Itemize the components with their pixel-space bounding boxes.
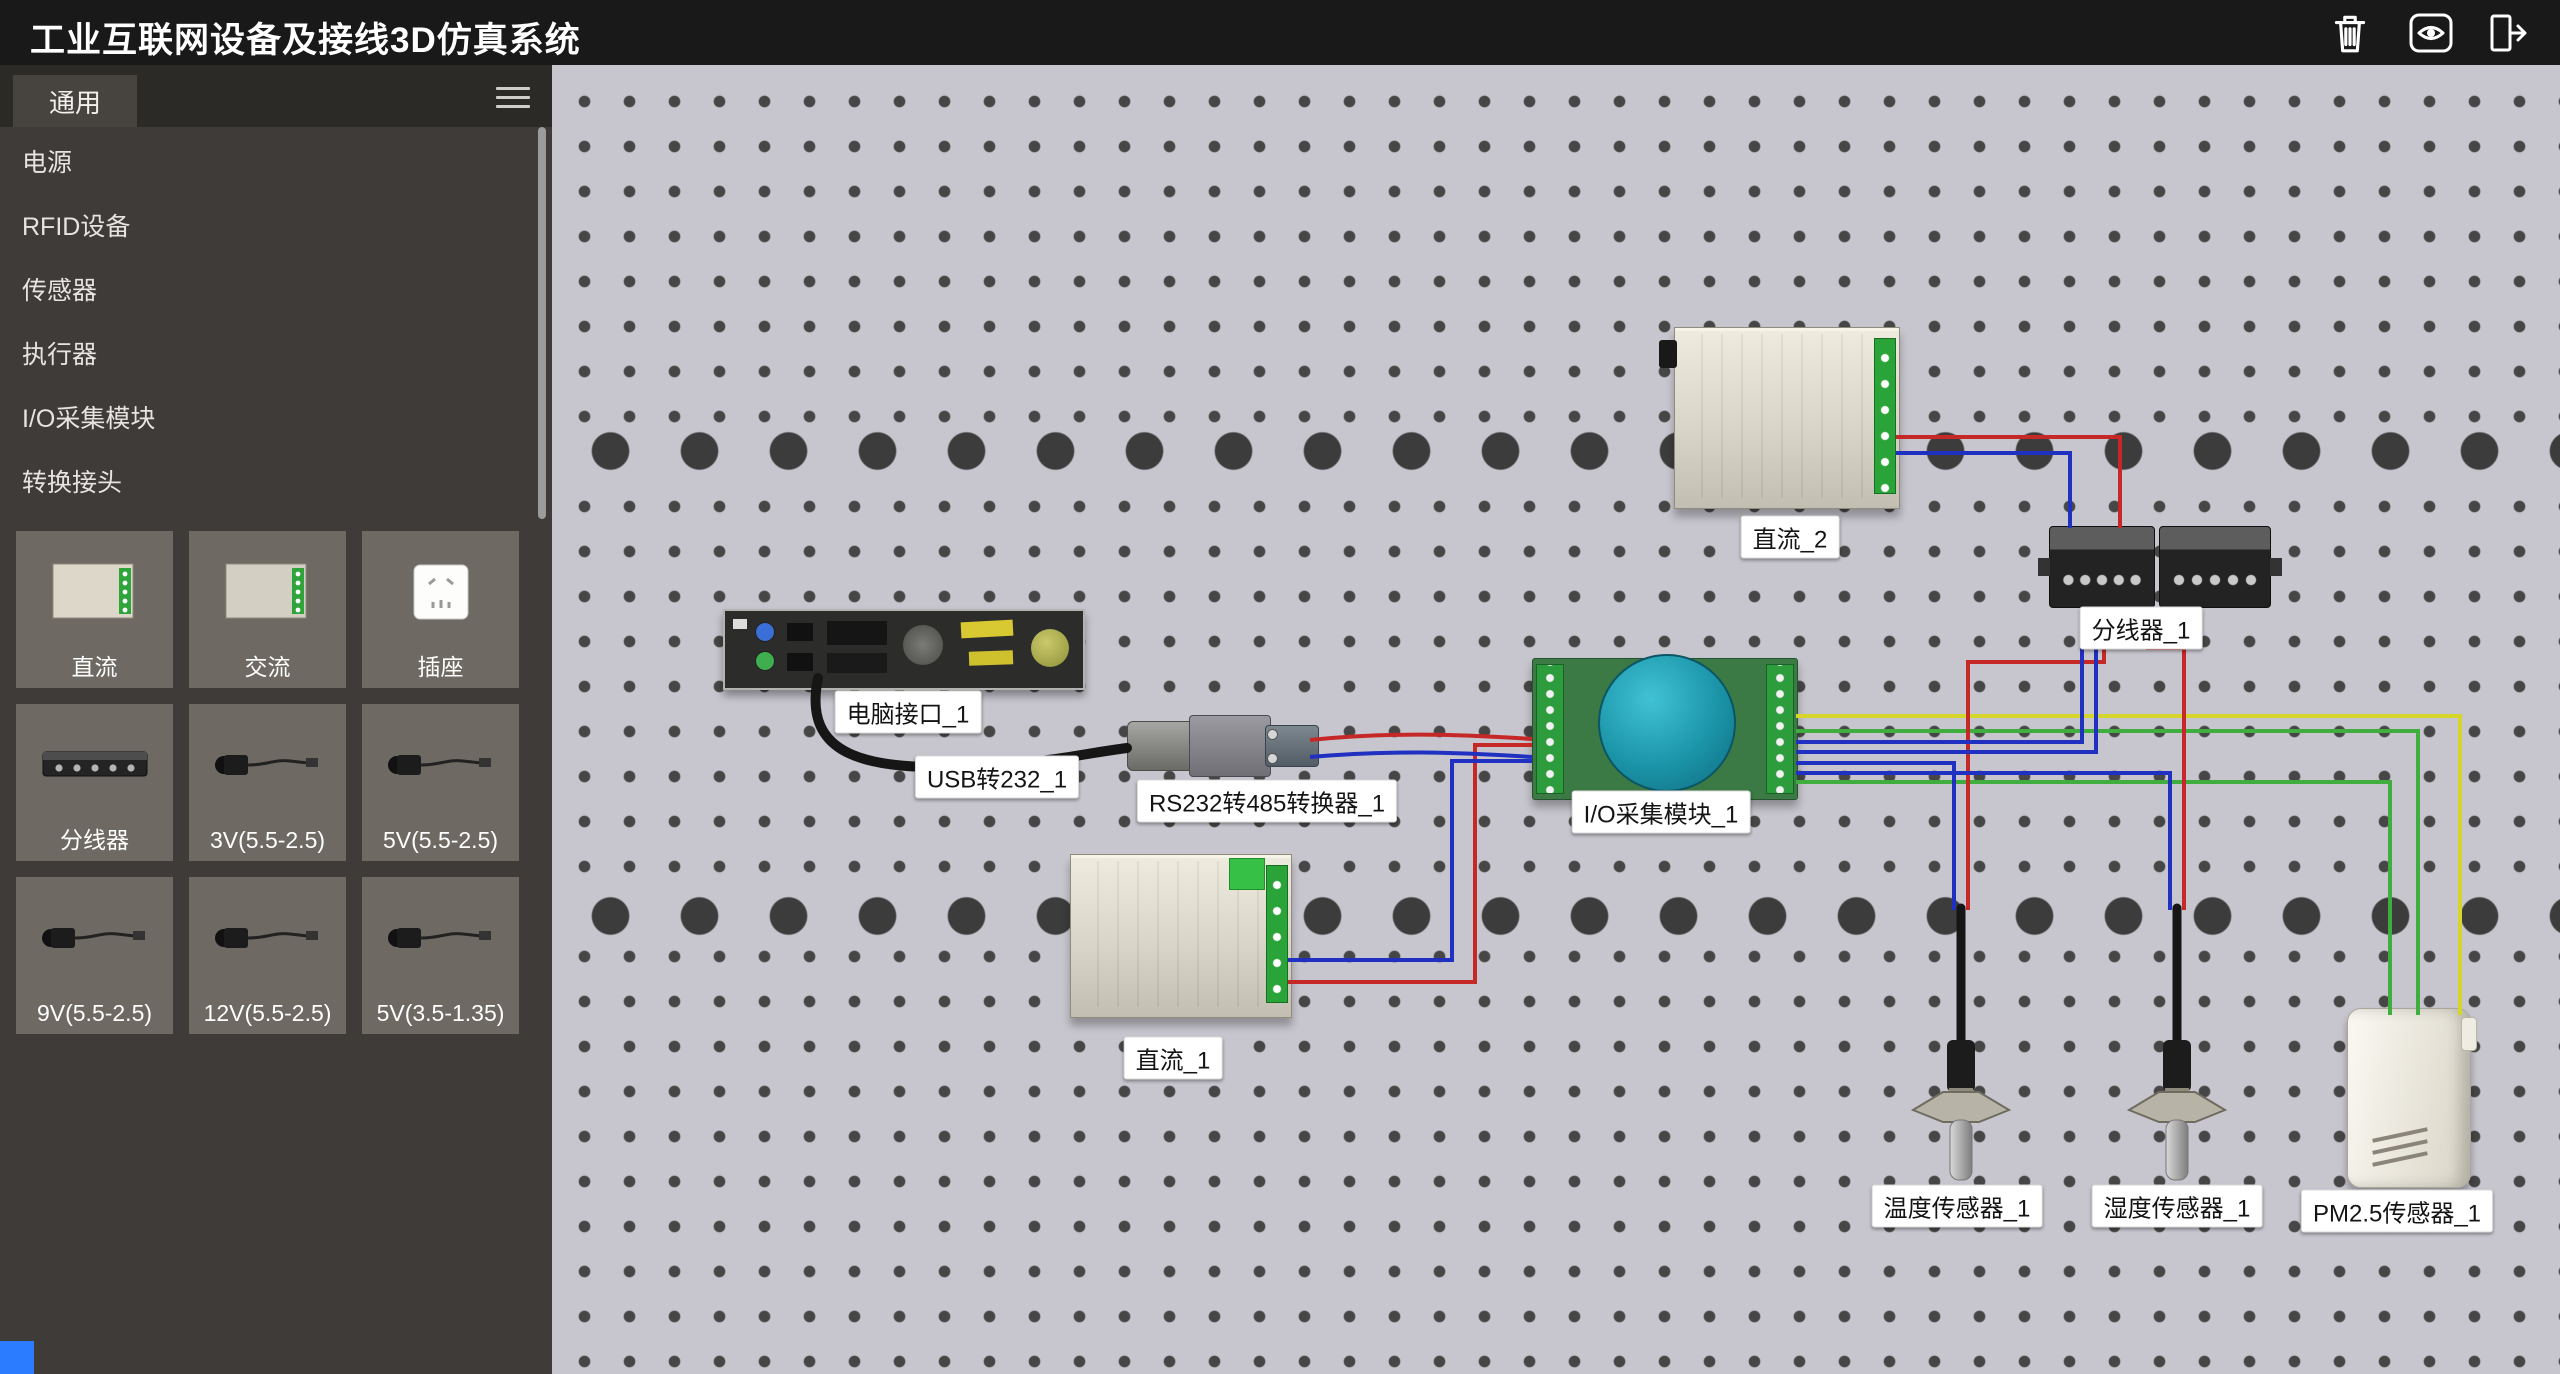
app-title: 工业互联网设备及接线3D仿真系统: [30, 21, 581, 60]
ps2-port-icon: [755, 651, 775, 671]
component-label: I/O采集模块_1: [1571, 790, 1751, 834]
sidebar-item-rfid[interactable]: RFID设备: [22, 213, 131, 241]
plug-icon: [189, 704, 346, 825]
component-pm25-sensor[interactable]: [2347, 1008, 2477, 1188]
splitter-ports: [2170, 573, 2260, 587]
plug-icon: [362, 704, 519, 825]
io-terminal-right: [1766, 664, 1794, 794]
io-port: [827, 621, 887, 645]
mount-tab: [2038, 558, 2050, 576]
component-label: 温度传感器_1: [1871, 1184, 2043, 1228]
vent-slot: [2372, 1151, 2428, 1167]
usb-port-icon: [787, 623, 813, 641]
sidebar-item-sensor[interactable]: 传感器: [22, 277, 98, 305]
plug-icon: [362, 877, 519, 998]
tile-label: 分线器: [60, 827, 129, 853]
pm25-clip: [2461, 1017, 2477, 1051]
sidebar-item-power[interactable]: 电源: [22, 149, 73, 177]
tile-label: 12V(5.5-2.5): [203, 1000, 332, 1026]
connector-body: [1189, 715, 1271, 777]
tile-label: 交流: [244, 654, 291, 680]
tile-5v-small-adapter[interactable]: 5V(3.5-1.35): [362, 877, 519, 1034]
buzzer-circle: [1031, 629, 1069, 667]
sidebar-item-io-module[interactable]: I/O采集模块: [22, 405, 156, 433]
trash-icon[interactable]: [2322, 5, 2378, 61]
splitter-block: [2049, 526, 2155, 608]
yellow-sticker: [960, 619, 1014, 639]
sidebar-tab-row: 通用: [0, 65, 552, 127]
ps2-port-icon: [755, 622, 775, 642]
tile-label: 直流: [71, 654, 118, 680]
pegboard-large-holes-row: [552, 428, 2560, 474]
topbar: 工业互联网设备及接线3D仿真系统: [0, 0, 2560, 65]
tab-general[interactable]: 通用: [13, 75, 137, 127]
component-splitter[interactable]: [2038, 526, 2282, 608]
connector-hood: [1127, 721, 1199, 771]
component-label: PM2.5传感器_1: [2300, 1189, 2494, 1233]
socket-icon: [362, 531, 519, 652]
tile-dc[interactable]: 直流: [16, 531, 173, 688]
tile-3v-adapter[interactable]: 3V(5.5-2.5): [189, 704, 346, 861]
vent-circle: [903, 625, 943, 665]
tile-ac[interactable]: 交流: [189, 531, 346, 688]
corner-blue-button[interactable]: [0, 1341, 34, 1374]
component-io-module[interactable]: [1532, 654, 1798, 800]
yellow-sticker: [968, 650, 1014, 666]
screw-icon: [1267, 729, 1278, 740]
component-label: 直流_1: [1123, 1036, 1223, 1080]
splitter-ports: [2060, 573, 2144, 587]
mount-tab: [2270, 558, 2282, 576]
dc-power-icon: [16, 531, 173, 652]
tile-splitter[interactable]: 分线器: [16, 704, 173, 861]
tile-12v-adapter[interactable]: 12V(5.5-2.5): [189, 877, 346, 1034]
sidebar-item-adapter[interactable]: 转换接头: [22, 469, 123, 497]
dc-terminal-strip: [1874, 338, 1896, 494]
tile-label: 5V(3.5-1.35): [376, 1000, 505, 1026]
dc-plug-cap: [1659, 340, 1677, 368]
eye-view-icon[interactable]: [2403, 5, 2459, 61]
sidebar-scrollbar[interactable]: [538, 127, 546, 519]
component-dc-power-1[interactable]: [1070, 854, 1292, 1018]
screw-icon: [1267, 753, 1278, 764]
component-dc-power-2[interactable]: [1659, 327, 1900, 509]
io-port: [827, 653, 887, 673]
tile-socket[interactable]: 插座: [362, 531, 519, 688]
component-label: 分线器_1: [2079, 606, 2203, 650]
component-label: USB转232_1: [914, 755, 1080, 799]
component-rs232-485-converter[interactable]: [1127, 713, 1319, 777]
pegboard-large-holes-row: [552, 893, 2560, 939]
component-label: 电脑接口_1: [834, 690, 982, 734]
tile-label: 插座: [417, 654, 464, 680]
splitter-icon: [16, 704, 173, 825]
tile-label: 3V(5.5-2.5): [209, 827, 326, 853]
dc-body: [1683, 334, 1871, 498]
category-menu: 电源 RFID设备 传感器 执行器 I/O采集模块 转换接头: [0, 131, 540, 515]
component-label: RS232转485转换器_1: [1136, 779, 1398, 823]
sidebar: 通用 电源 RFID设备 传感器 执行器 I/O采集模块 转换接头 直流: [0, 65, 552, 1374]
plug-icon: [189, 877, 346, 998]
plug-icon: [16, 877, 173, 998]
dc-green-block: [1229, 858, 1265, 890]
tile-9v-adapter[interactable]: 9V(5.5-2.5): [16, 877, 173, 1034]
tile-label: 9V(5.5-2.5): [36, 1000, 153, 1026]
component-palette: 直流 交流: [16, 531, 522, 1034]
dc-terminal-strip: [1266, 865, 1288, 1003]
menu-icon[interactable]: [496, 87, 530, 111]
component-pc-interface[interactable]: [723, 609, 1085, 690]
component-label: 湿度传感器_1: [2091, 1184, 2263, 1228]
io-terminal-left: [1536, 664, 1564, 794]
component-label: 直流_2: [1740, 515, 1840, 559]
tile-label: 5V(5.5-2.5): [382, 827, 499, 853]
port-detail: [733, 619, 747, 629]
sidebar-item-actuator[interactable]: 执行器: [22, 341, 98, 369]
ac-power-icon: [189, 531, 346, 652]
tile-5v-adapter[interactable]: 5V(5.5-2.5): [362, 704, 519, 861]
usb-port-icon: [787, 653, 813, 671]
io-cylinder: [1598, 654, 1736, 792]
splitter-block: [2159, 526, 2271, 608]
exit-icon[interactable]: [2480, 5, 2536, 61]
